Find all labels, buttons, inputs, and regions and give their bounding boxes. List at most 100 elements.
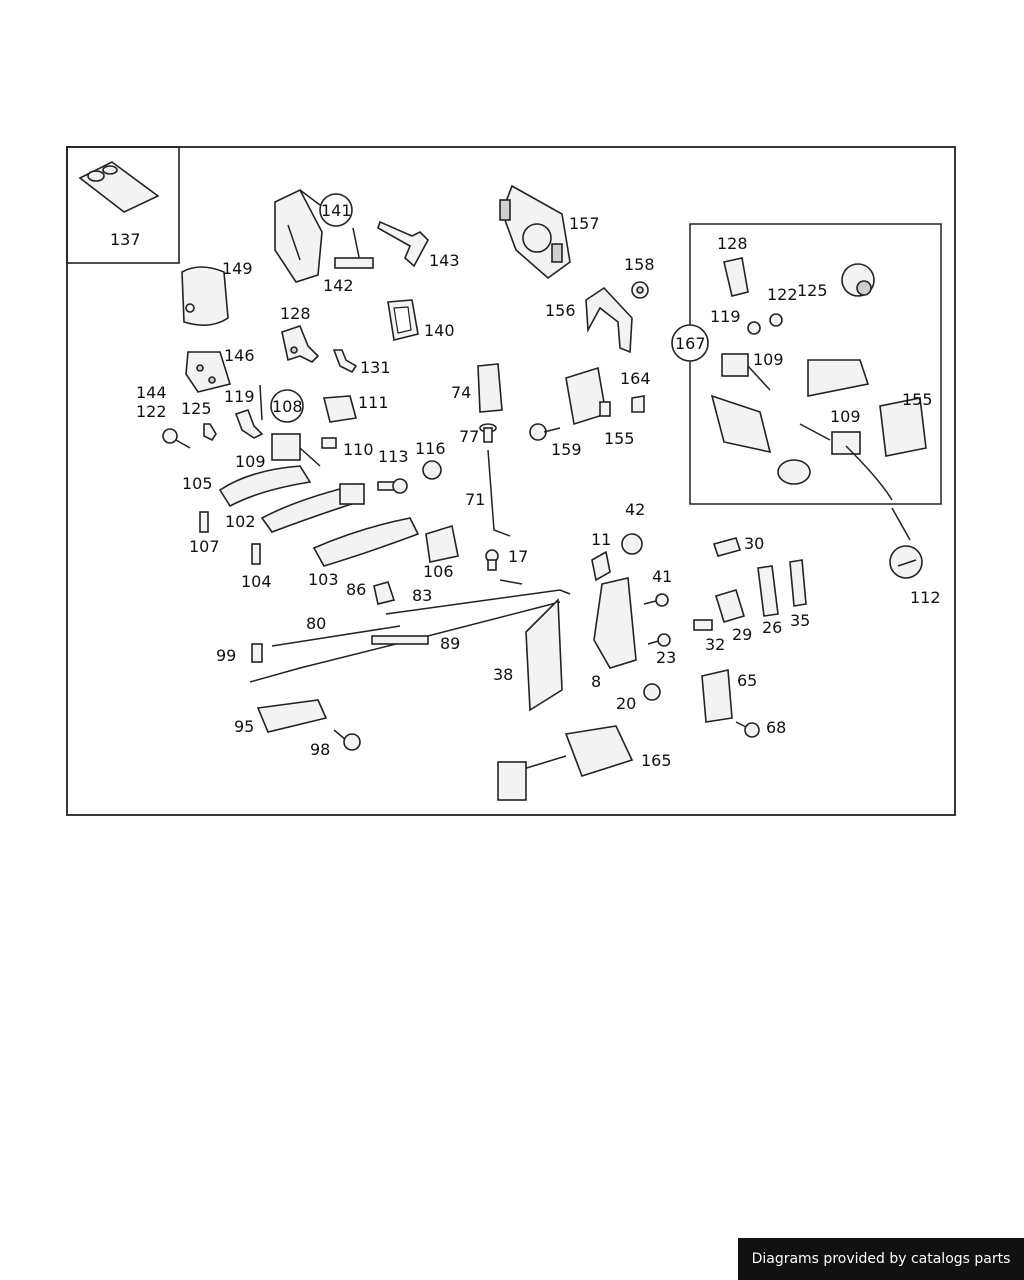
label-156: 156 — [545, 301, 576, 320]
part-156-bracket — [585, 286, 633, 354]
label-102: 102 — [225, 512, 256, 531]
label-83: 83 — [412, 586, 432, 605]
label-131: 131 — [360, 358, 391, 377]
part-109b-inset — [799, 423, 861, 455]
part-105-handle — [218, 465, 312, 508]
part-23-screw — [647, 633, 671, 647]
label-32: 32 — [705, 635, 725, 654]
part-95-handle — [256, 699, 328, 733]
part-119-key — [234, 408, 264, 439]
part-122-inset — [769, 313, 783, 327]
label-116: 116 — [415, 439, 446, 458]
part-89-cable — [249, 601, 561, 683]
part-141-plate — [274, 188, 374, 283]
inset-box-167 — [689, 223, 942, 505]
label-86: 86 — [346, 580, 366, 599]
label-80: 80 — [306, 614, 326, 633]
part-99-clip — [251, 643, 263, 663]
part-68-screw — [735, 721, 760, 738]
label-42: 42 — [625, 500, 645, 519]
part-38-cover — [525, 598, 563, 712]
label-119-inset: 119 — [710, 307, 741, 326]
part-8-lock — [593, 577, 637, 669]
part-155-module — [565, 366, 611, 426]
label-119: 119 — [224, 387, 255, 406]
part-110-spring — [321, 437, 337, 449]
label-99: 99 — [216, 646, 236, 665]
part-71-rod — [487, 449, 511, 537]
part-30-block — [712, 537, 742, 557]
label-8: 8 — [591, 672, 601, 691]
label-128: 128 — [280, 304, 311, 323]
label-98: 98 — [310, 740, 330, 759]
part-83-rod — [385, 579, 571, 615]
label-125: 125 — [181, 399, 212, 418]
inset-box-137 — [66, 146, 180, 264]
part-165-actuator — [497, 725, 634, 801]
part-104-pin — [251, 543, 261, 565]
label-111: 111 — [358, 393, 389, 412]
label-159: 159 — [551, 440, 582, 459]
part-140-gasket — [387, 299, 419, 341]
label-71: 71 — [465, 490, 485, 509]
part-26-plate — [757, 565, 779, 617]
label-17: 17 — [508, 547, 528, 566]
label-103: 103 — [308, 570, 339, 589]
label-68: 68 — [766, 718, 786, 737]
label-89: 89 — [440, 634, 460, 653]
part-handle-inset — [710, 394, 772, 454]
label-113: 113 — [378, 447, 409, 466]
part-158-nut — [631, 281, 649, 299]
label-165: 165 — [641, 751, 672, 770]
part-112-cap — [889, 545, 923, 579]
label-158: 158 — [624, 255, 655, 274]
part-155-module-inset — [879, 397, 927, 457]
label-122-inset: 122 — [767, 285, 798, 304]
label-95: 95 — [234, 717, 254, 736]
part-107-pin — [199, 511, 209, 533]
label-122: 122 — [136, 402, 167, 421]
label-30: 30 — [744, 534, 764, 553]
label-105: 105 — [182, 474, 213, 493]
part-74-knob — [477, 363, 503, 413]
label-109: 109 — [235, 452, 266, 471]
label-155: 155 — [604, 429, 635, 448]
part-86-clip — [373, 581, 396, 605]
label-20: 20 — [616, 694, 636, 713]
part-128-key-inset — [723, 257, 749, 297]
label-141: 141 — [321, 201, 352, 220]
label-108: 108 — [272, 397, 303, 416]
part-143-key — [377, 220, 429, 268]
label-41: 41 — [652, 567, 672, 586]
label-137: 137 — [110, 230, 141, 249]
label-128-inset: 128 — [717, 234, 748, 253]
part-29-striker — [714, 589, 746, 623]
part-102-handle — [260, 483, 365, 533]
callout-circle-167 — [671, 324, 709, 362]
part-108-cylinder — [259, 384, 321, 467]
part-106-housing — [425, 524, 459, 563]
label-143: 143 — [429, 251, 460, 270]
part-125-cylinder-inset — [841, 263, 875, 297]
part-11-lever — [591, 550, 611, 582]
label-35: 35 — [790, 611, 810, 630]
label-23: 23 — [656, 648, 676, 667]
label-38: 38 — [493, 665, 513, 684]
label-26: 26 — [762, 618, 782, 637]
part-137-pad — [78, 161, 160, 213]
part-146-plate — [185, 351, 232, 393]
part-157-bracket — [499, 184, 571, 280]
label-144: 144 — [136, 383, 167, 402]
label-74: 74 — [451, 383, 471, 402]
label-109b-inset: 109 — [830, 407, 861, 426]
label-29: 29 — [732, 625, 752, 644]
part-17-plug — [485, 549, 499, 571]
label-110: 110 — [343, 440, 374, 459]
part-35-plate — [789, 559, 807, 607]
callout-circle-108 — [270, 389, 304, 423]
part-cylinder-inset — [777, 459, 811, 485]
part-20-screw — [643, 683, 661, 701]
label-146: 146 — [224, 346, 255, 365]
part-111-holder — [322, 395, 358, 423]
